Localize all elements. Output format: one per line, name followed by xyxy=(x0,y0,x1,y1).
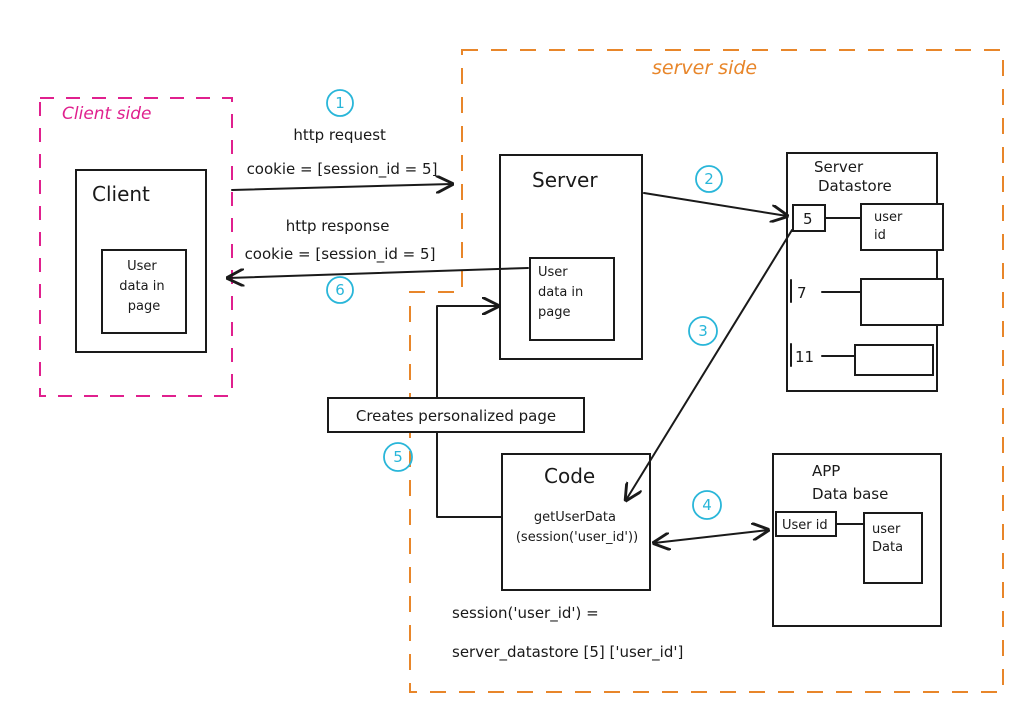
step-5-badge: 5 xyxy=(383,442,413,472)
datastore-row-key: 7 xyxy=(797,284,807,302)
app-db-title: APP Data base xyxy=(812,462,888,503)
client-title: Client xyxy=(92,182,150,206)
datastore-row-value-line-1: user xyxy=(874,210,903,225)
step-3-badge: 3 xyxy=(688,316,718,346)
step-4-number: 4 xyxy=(702,496,712,514)
datastore-row-value-line-2: id xyxy=(874,228,886,243)
personalized-label-box xyxy=(327,397,585,433)
datastore-row-value-box xyxy=(860,203,944,251)
request-label-line-2: cookie = [session_id = 5] xyxy=(247,160,438,179)
step-5-number: 5 xyxy=(393,448,403,466)
server-page-line-1: User xyxy=(538,265,568,280)
personalized-label: Creates personalized page xyxy=(356,407,556,425)
datastore-title-line-1: Server xyxy=(814,158,864,176)
app-db-title-line-1: APP xyxy=(812,462,840,480)
step-1-number: 1 xyxy=(335,94,345,112)
datastore-row-value-box xyxy=(854,344,934,376)
datastore-title: Server Datastore xyxy=(814,158,892,195)
step-2-badge: 2 xyxy=(695,165,723,193)
response-label: http response cookie = [session_id = 5] xyxy=(245,217,436,264)
server-zone-label: server side xyxy=(652,57,757,79)
code-call: getUserData (session('user_id')) xyxy=(516,510,638,545)
formula-line-2: server_datastore [5] ['user_id'] xyxy=(452,643,683,662)
server-page-line-3: page xyxy=(538,305,570,320)
formula-line-1: session('user_id') = xyxy=(452,604,599,623)
response-label-line-1: http response xyxy=(286,217,390,235)
datastore-row-key: 5 xyxy=(803,210,813,228)
app-db-key-box xyxy=(775,511,837,537)
app-db-value-box xyxy=(863,512,923,584)
code-title: Code xyxy=(544,464,595,488)
server-page-box xyxy=(529,257,615,341)
datastore-row-value-box xyxy=(860,278,944,326)
server-to-datastore-arrow xyxy=(643,192,787,216)
server-title: Server xyxy=(532,168,598,192)
datastore-title-line-2: Datastore xyxy=(818,177,892,195)
response-arrow xyxy=(228,267,529,278)
code-call-line-2: (session('user_id')) xyxy=(516,530,638,545)
app-db-title-line-2: Data base xyxy=(812,485,888,503)
code-call-line-1: getUserData xyxy=(534,510,616,525)
app-db-value-line-2: Data xyxy=(872,540,903,555)
app-db-value-line-1: user xyxy=(872,522,901,537)
step-3-number: 3 xyxy=(698,322,708,340)
app-db-key: User id xyxy=(782,518,828,533)
client-page-line-1: User xyxy=(127,259,157,274)
datastore-to-code-arrow xyxy=(626,229,793,500)
formula: session('user_id') = server_datastore [5… xyxy=(452,604,683,662)
request-label-line-1: http request xyxy=(293,126,386,144)
client-page-box xyxy=(101,249,187,334)
step-2-number: 2 xyxy=(704,170,714,188)
response-label-line-2: cookie = [session_id = 5] xyxy=(245,245,436,264)
request-label: http request cookie = [session_id = 5] xyxy=(247,126,438,179)
step-4-badge: 4 xyxy=(692,490,722,520)
code-to-appdb-arrow xyxy=(654,530,768,543)
server-page-line-2: data in xyxy=(538,285,583,300)
server-zone-border xyxy=(409,49,1004,693)
code-box xyxy=(501,453,651,591)
client-zone-border xyxy=(39,97,233,397)
datastore-row-key-box xyxy=(792,204,826,232)
datastore-row-value: user id xyxy=(874,210,907,243)
client-page-text: User data in page xyxy=(119,259,168,314)
client-page-line-3: page xyxy=(128,299,160,314)
client-page-line-2: data in xyxy=(119,279,164,294)
server-page-text: User data in page xyxy=(538,265,587,320)
request-arrow xyxy=(231,184,452,190)
step-6-number: 6 xyxy=(335,281,345,299)
app-db-value: user Data xyxy=(872,522,905,555)
step-6-badge: 6 xyxy=(326,276,354,304)
client-zone-label: Client side xyxy=(62,104,151,124)
step-1-badge: 1 xyxy=(326,89,354,117)
datastore-row-key: 11 xyxy=(795,348,814,366)
